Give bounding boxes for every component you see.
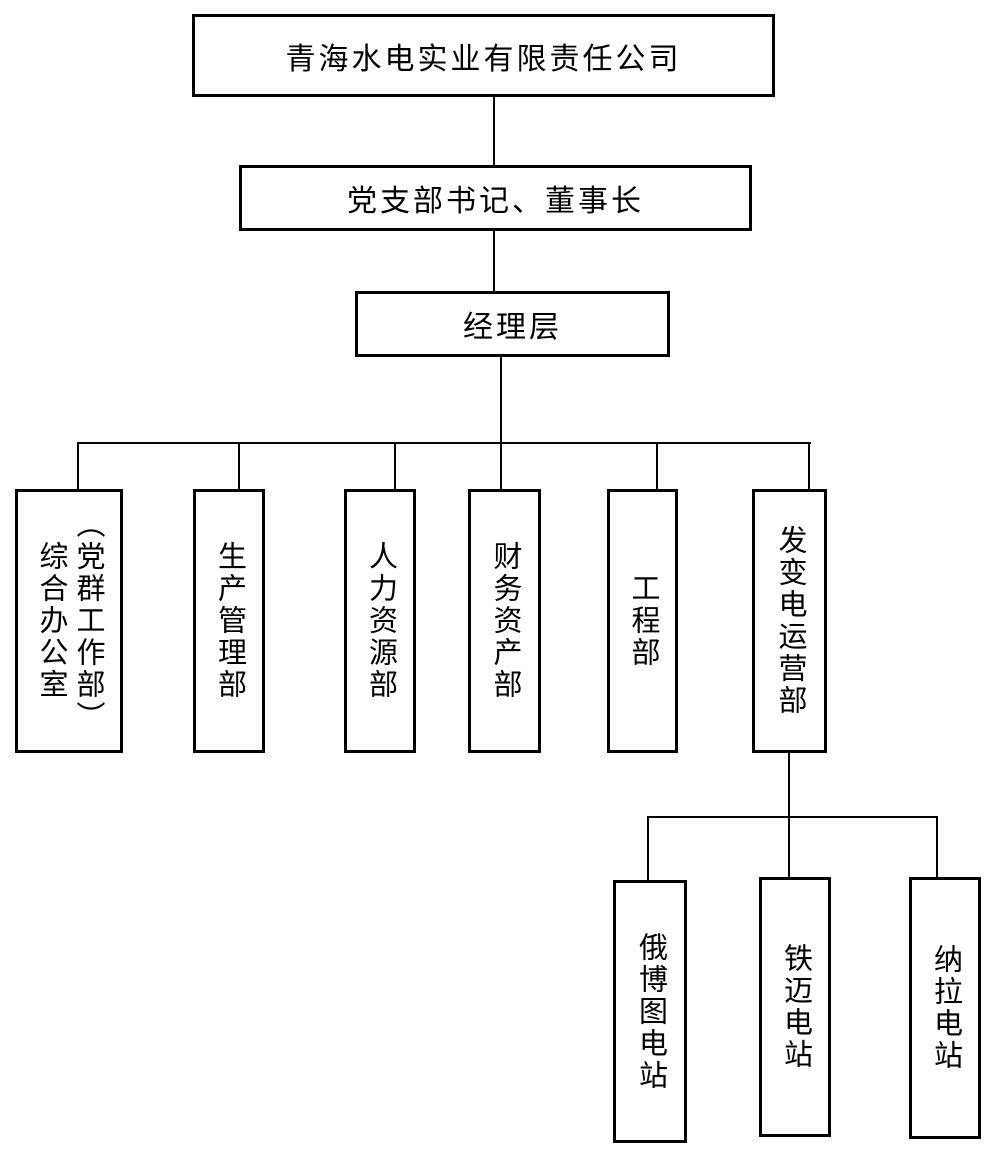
drop-dept-production <box>238 442 240 489</box>
dept-label-line-2: （党群工作部） <box>72 509 104 733</box>
dept-label-engineering: 工程部 <box>624 492 661 750</box>
drop-station-tiemai <box>788 816 790 877</box>
station-label-line-1: 俄博图电站 <box>634 931 667 1092</box>
station-box-tiemai: 铁迈电站 <box>759 877 831 1137</box>
station-label-tiemai: 铁迈电站 <box>777 880 814 1134</box>
chairman-label: 党支部书记、董事长 <box>347 185 644 218</box>
dept-label-line-1: 生产管理部 <box>213 541 246 701</box>
dept-label-line-1: 发变电运营部 <box>774 525 806 717</box>
dept-box-hr: 人力资源部 <box>344 489 416 753</box>
station-label-ebotu: 俄博图电站 <box>632 883 669 1140</box>
drop-station-nala <box>936 816 938 877</box>
drop-dept-general-office <box>77 442 79 489</box>
connector-company-chairman <box>493 97 495 165</box>
dept-label-line-1: 人力资源部 <box>364 541 397 701</box>
dept-label-line-1: 工程部 <box>627 573 659 669</box>
dept-box-production: 生产管理部 <box>193 489 265 753</box>
dept-box-general-office: 综合办公室 （党群工作部） <box>15 489 123 753</box>
chairman-box: 党支部书记、董事长 <box>239 165 752 231</box>
station-box-ebotu: 俄博图电站 <box>613 880 687 1143</box>
management-label: 经理层 <box>463 311 562 344</box>
company-box: 青海水电实业有限责任公司 <box>192 14 775 97</box>
dept-label-general-office: 综合办公室 （党群工作部） <box>32 492 106 750</box>
drop-dept-engineering <box>656 442 658 489</box>
dept-box-power-operation: 发变电运营部 <box>752 489 827 753</box>
departments-bus-line <box>77 442 811 444</box>
drop-dept-power-operation <box>808 442 810 489</box>
dept-box-engineering: 工程部 <box>607 489 678 753</box>
station-label-line-1: 纳拉电站 <box>929 944 962 1072</box>
connector-chairman-management <box>493 231 495 291</box>
dept-label-finance-assets: 财务资产部 <box>486 492 523 750</box>
dept-label-line-1: 综合办公室 <box>35 541 67 701</box>
station-label-line-1: 铁迈电站 <box>779 943 812 1071</box>
dept-label-production: 生产管理部 <box>211 492 248 750</box>
drop-station-ebotu <box>647 816 649 880</box>
company-label: 青海水电实业有限责任公司 <box>285 42 682 76</box>
connector-power-operation-stations <box>788 753 790 817</box>
dept-label-line-1: 财务资产部 <box>489 541 521 701</box>
drop-dept-hr <box>394 442 396 489</box>
station-label-nala: 纳拉电站 <box>927 880 964 1136</box>
dept-box-finance-assets: 财务资产部 <box>468 489 541 753</box>
connector-management-departments <box>500 357 502 489</box>
station-box-nala: 纳拉电站 <box>909 877 981 1139</box>
stations-bus-line <box>647 816 938 818</box>
dept-label-power-operation: 发变电运营部 <box>771 492 808 750</box>
dept-label-hr: 人力资源部 <box>362 492 399 750</box>
management-box: 经理层 <box>355 291 670 357</box>
